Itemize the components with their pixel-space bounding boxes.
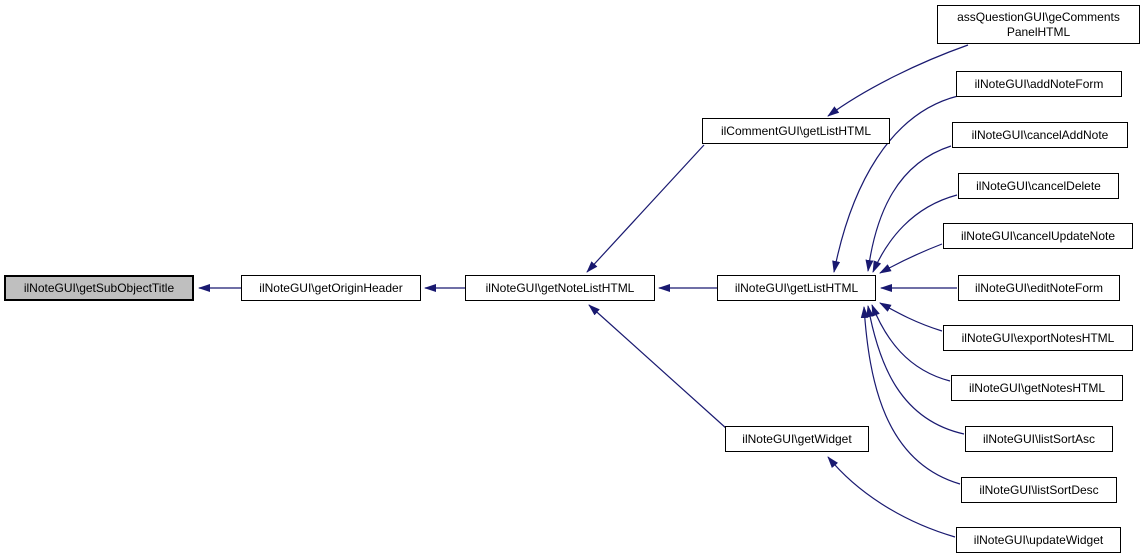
node-ilnotegui-updatewidget[interactable]: ilNoteGUI\updateWidget	[956, 527, 1121, 553]
node-ilnotegui-listsortdesc[interactable]: ilNoteGUI\listSortDesc	[961, 477, 1117, 503]
node-ilnotegui-exportnoteshtml[interactable]: ilNoteGUI\exportNotesHTML	[943, 325, 1133, 351]
edge-getNotesHTML-to-getListHTML	[871, 304, 951, 382]
node-ilnotegui-getnoteshtml[interactable]: ilNoteGUI\getNotesHTML	[951, 375, 1123, 401]
edge-listSortDesc-to-getListHTML	[860, 306, 961, 485]
edge-cancelDelete-to-getListHTML	[872, 194, 958, 273]
node-ilnotegui-editnoteform[interactable]: ilNoteGUI\editNoteForm	[958, 275, 1120, 301]
node-ilnotegui-getoriginheader[interactable]: ilNoteGUI\getOriginHeader	[241, 275, 421, 301]
node-ilnotegui-listsortasc[interactable]: ilNoteGUI\listSortAsc	[965, 426, 1113, 452]
edge-cancelAddNote-to-getListHTML	[865, 145, 952, 272]
node-ilnotegui-getlisthtml[interactable]: ilNoteGUI\getListHTML	[717, 275, 876, 301]
edge-ilCommentGUI-getListHTML-to-getNoteListHTML	[586, 144, 705, 273]
node-ilnotegui-canceladdnote[interactable]: ilNoteGUI\cancelAddNote	[952, 122, 1128, 148]
node-ilnotegui-getwidget[interactable]: ilNoteGUI\getWidget	[725, 426, 869, 452]
node-assquestiongui-gecommentspanelhtml[interactable]: assQuestionGUI\geComments PanelHTML	[937, 5, 1140, 44]
edge-addNoteForm-to-getListHTML	[832, 95, 959, 273]
edge-exportNotesHTML-to-getListHTML	[879, 302, 943, 332]
edge-cancelUpdateNote-to-getListHTML	[879, 243, 943, 274]
edge-geCommentsPanelHTML-to-ilCommentGUI-getListHTML	[827, 44, 969, 117]
edge-updateWidget-to-getWidget	[827, 456, 956, 538]
node-ilcommentgui-getlisthtml[interactable]: ilCommentGUI\getListHTML	[702, 118, 890, 144]
node-ilnotegui-getsubobjecttitle[interactable]: ilNoteGUI\getSubObjectTitle	[4, 275, 194, 301]
node-ilnotegui-addnoteform[interactable]: ilNoteGUI\addNoteForm	[956, 71, 1122, 97]
edge-getWidget-to-getNoteListHTML	[588, 304, 728, 430]
node-ilnotegui-canceldelete[interactable]: ilNoteGUI\cancelDelete	[958, 173, 1119, 199]
node-ilnotegui-getnotelisthtml[interactable]: ilNoteGUI\getNoteListHTML	[465, 275, 655, 301]
node-ilnotegui-cancelupdatenote[interactable]: ilNoteGUI\cancelUpdateNote	[943, 223, 1133, 249]
edge-listSortAsc-to-getListHTML	[866, 305, 965, 435]
